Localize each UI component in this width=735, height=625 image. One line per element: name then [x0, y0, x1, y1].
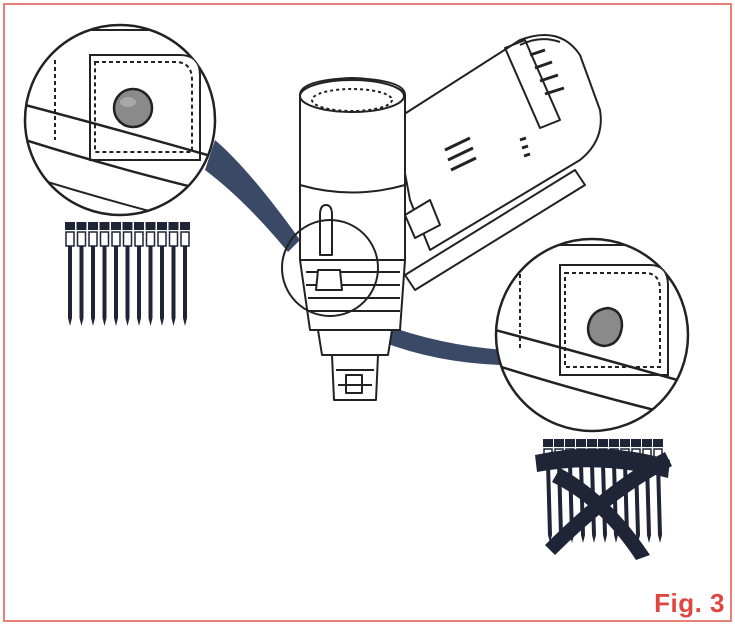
sensor-button-ok	[112, 87, 154, 129]
sensor-button-bad	[586, 306, 624, 348]
nail	[157, 222, 167, 326]
nail	[134, 222, 144, 326]
cross-out-mark	[535, 448, 672, 560]
nail	[122, 222, 133, 326]
connector-beam-left	[205, 140, 300, 252]
nail	[111, 222, 121, 326]
figure-label: Fig. 3	[654, 588, 725, 618]
nail-gun-illustration	[281, 34, 602, 401]
nail	[99, 222, 110, 326]
magnified-sensor-detail-ok	[23, 23, 217, 217]
magnified-sensor-detail-bad	[494, 237, 690, 433]
nail	[168, 222, 179, 326]
nail-strip-ok	[65, 222, 190, 326]
nail	[88, 222, 98, 326]
nail	[65, 222, 75, 326]
nail	[145, 222, 156, 326]
nail	[76, 222, 87, 326]
nail	[180, 222, 190, 326]
figure-frame	[3, 3, 732, 622]
